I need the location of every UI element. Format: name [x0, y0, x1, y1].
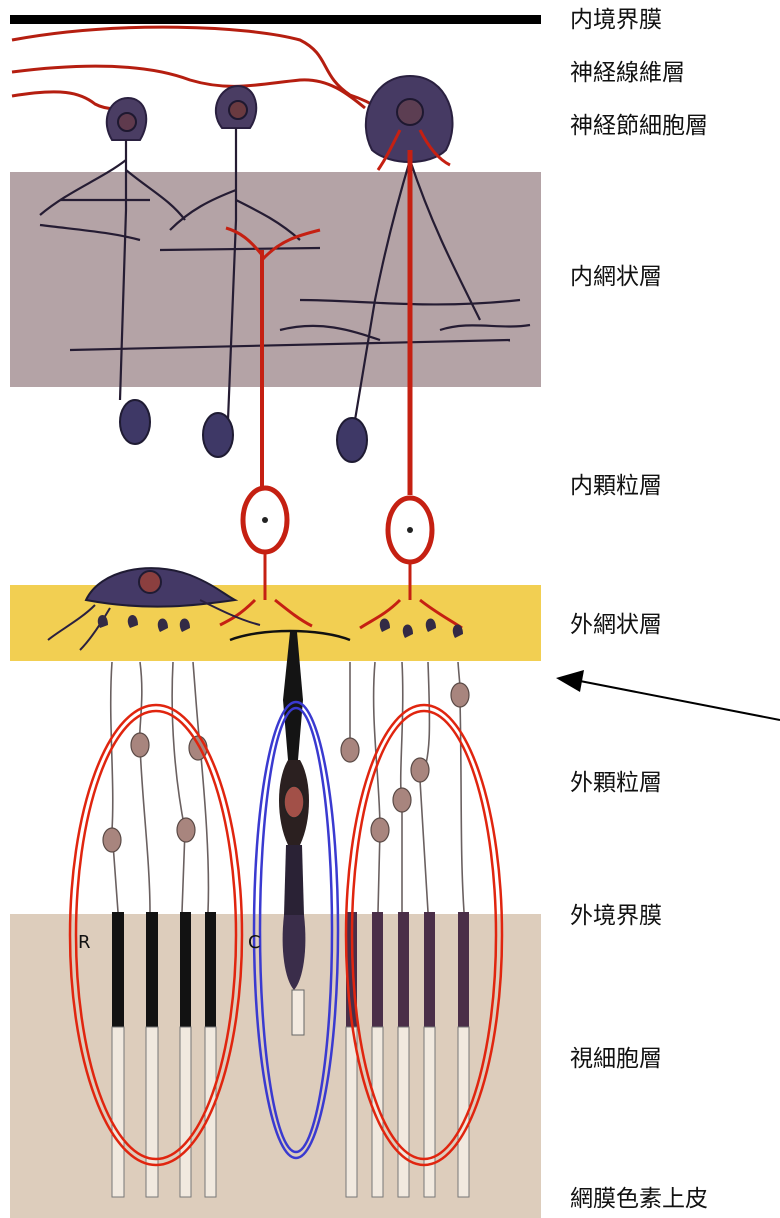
label-inner-limiting-membrane: 内境界膜	[570, 6, 662, 34]
label-outer-nuclear-layer: 外顆粒層	[570, 769, 662, 797]
nerve-fibers	[12, 27, 378, 109]
label-outer-limiting-membrane: 外境界膜	[570, 902, 662, 930]
label-nerve-fiber-layer: 神経線維層	[570, 59, 685, 87]
label-ganglion-cell-layer: 神経節細胞層	[570, 112, 708, 140]
label-inner-plexiform-layer: 内網状層	[570, 263, 662, 291]
inner-plexiform-band	[10, 172, 541, 387]
photoreceptor-arrow	[556, 670, 780, 720]
dark-bipolar-bodies	[120, 400, 367, 462]
cone-letter: C	[248, 932, 261, 953]
label-retinal-pigment-epithelium: 網膜色素上皮	[570, 1185, 708, 1213]
ganglion-cells	[107, 76, 453, 162]
label-inner-nuclear-layer: 内顆粒層	[570, 472, 662, 500]
rod-letter: R	[78, 932, 91, 953]
label-photoreceptor-layer: 視細胞層	[570, 1045, 662, 1073]
inner-limiting-membrane-line	[10, 15, 541, 24]
label-outer-plexiform-layer: 外網状層	[570, 611, 662, 639]
